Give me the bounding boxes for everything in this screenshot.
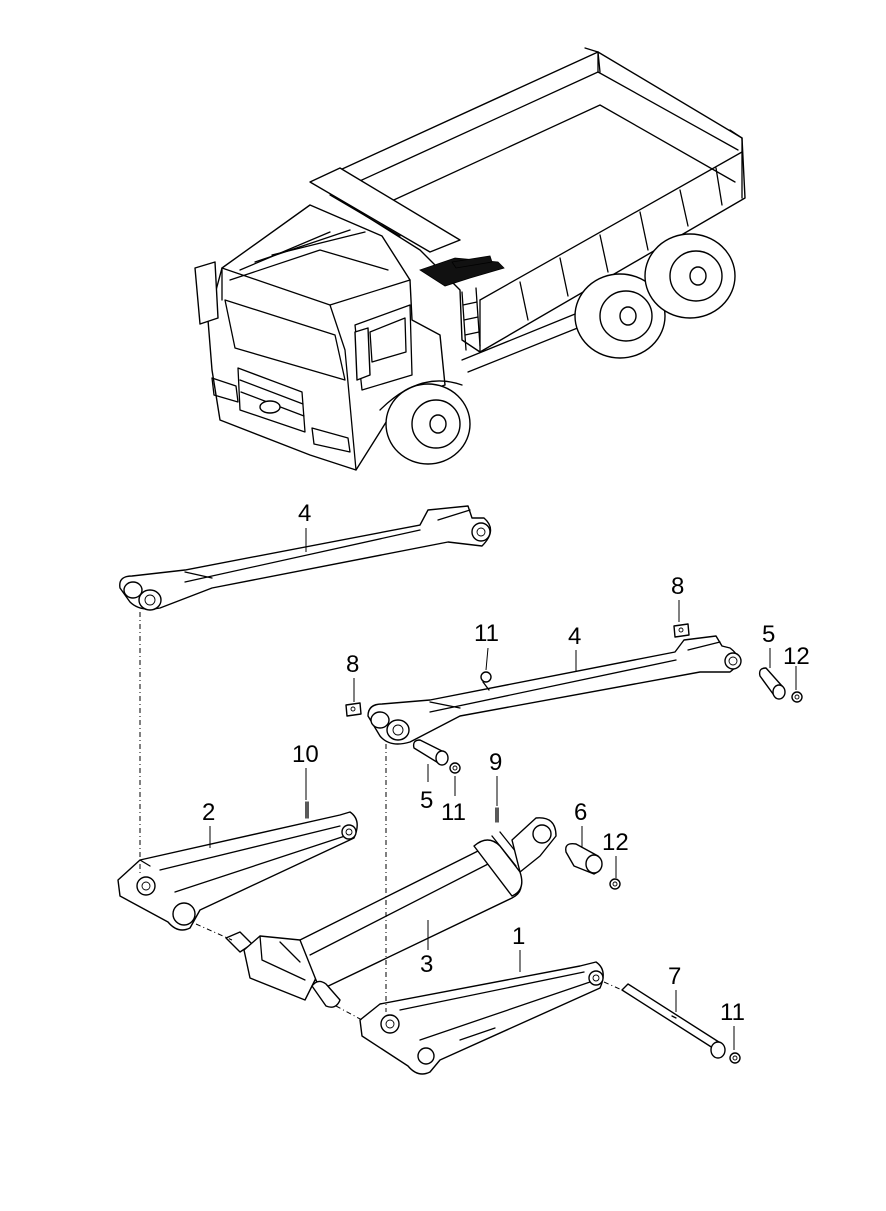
callout-8-left: 8 <box>346 651 359 678</box>
link-rod-middle <box>367 635 742 745</box>
callout-1: 1 <box>512 923 525 950</box>
callout-2: 2 <box>202 799 215 826</box>
callout-11-lower: 11 <box>720 999 745 1026</box>
alignment-lines <box>139 612 623 1021</box>
callout-11-middle: 11 <box>441 799 466 826</box>
callout-12-lower: 12 <box>602 829 629 856</box>
dump-truck-illustration <box>194 47 746 471</box>
callout-12-right: 12 <box>783 643 810 670</box>
callout-3: 3 <box>420 951 433 978</box>
link-rod-top <box>119 505 492 611</box>
hydraulic-cylinder <box>225 817 557 1008</box>
callout-labels: 4 8 11 4 5 12 8 10 9 5 11 2 6 12 3 1 7 1… <box>202 500 810 1026</box>
lift-arm-left <box>117 811 358 931</box>
callout-10: 10 <box>292 741 319 768</box>
callout-8-right: 8 <box>671 573 684 600</box>
callout-7: 7 <box>668 963 681 990</box>
callout-5-right: 5 <box>762 621 775 648</box>
callout-5-middle: 5 <box>420 787 433 814</box>
leader-lines <box>209 528 797 1050</box>
callout-9: 9 <box>489 749 502 776</box>
lift-arm-right <box>359 961 604 1075</box>
callout-4-middle: 4 <box>568 623 581 650</box>
callout-6: 6 <box>574 799 587 826</box>
small-parts <box>305 623 803 1064</box>
callout-11-top: 11 <box>474 620 499 647</box>
callout-4-top: 4 <box>298 500 311 527</box>
